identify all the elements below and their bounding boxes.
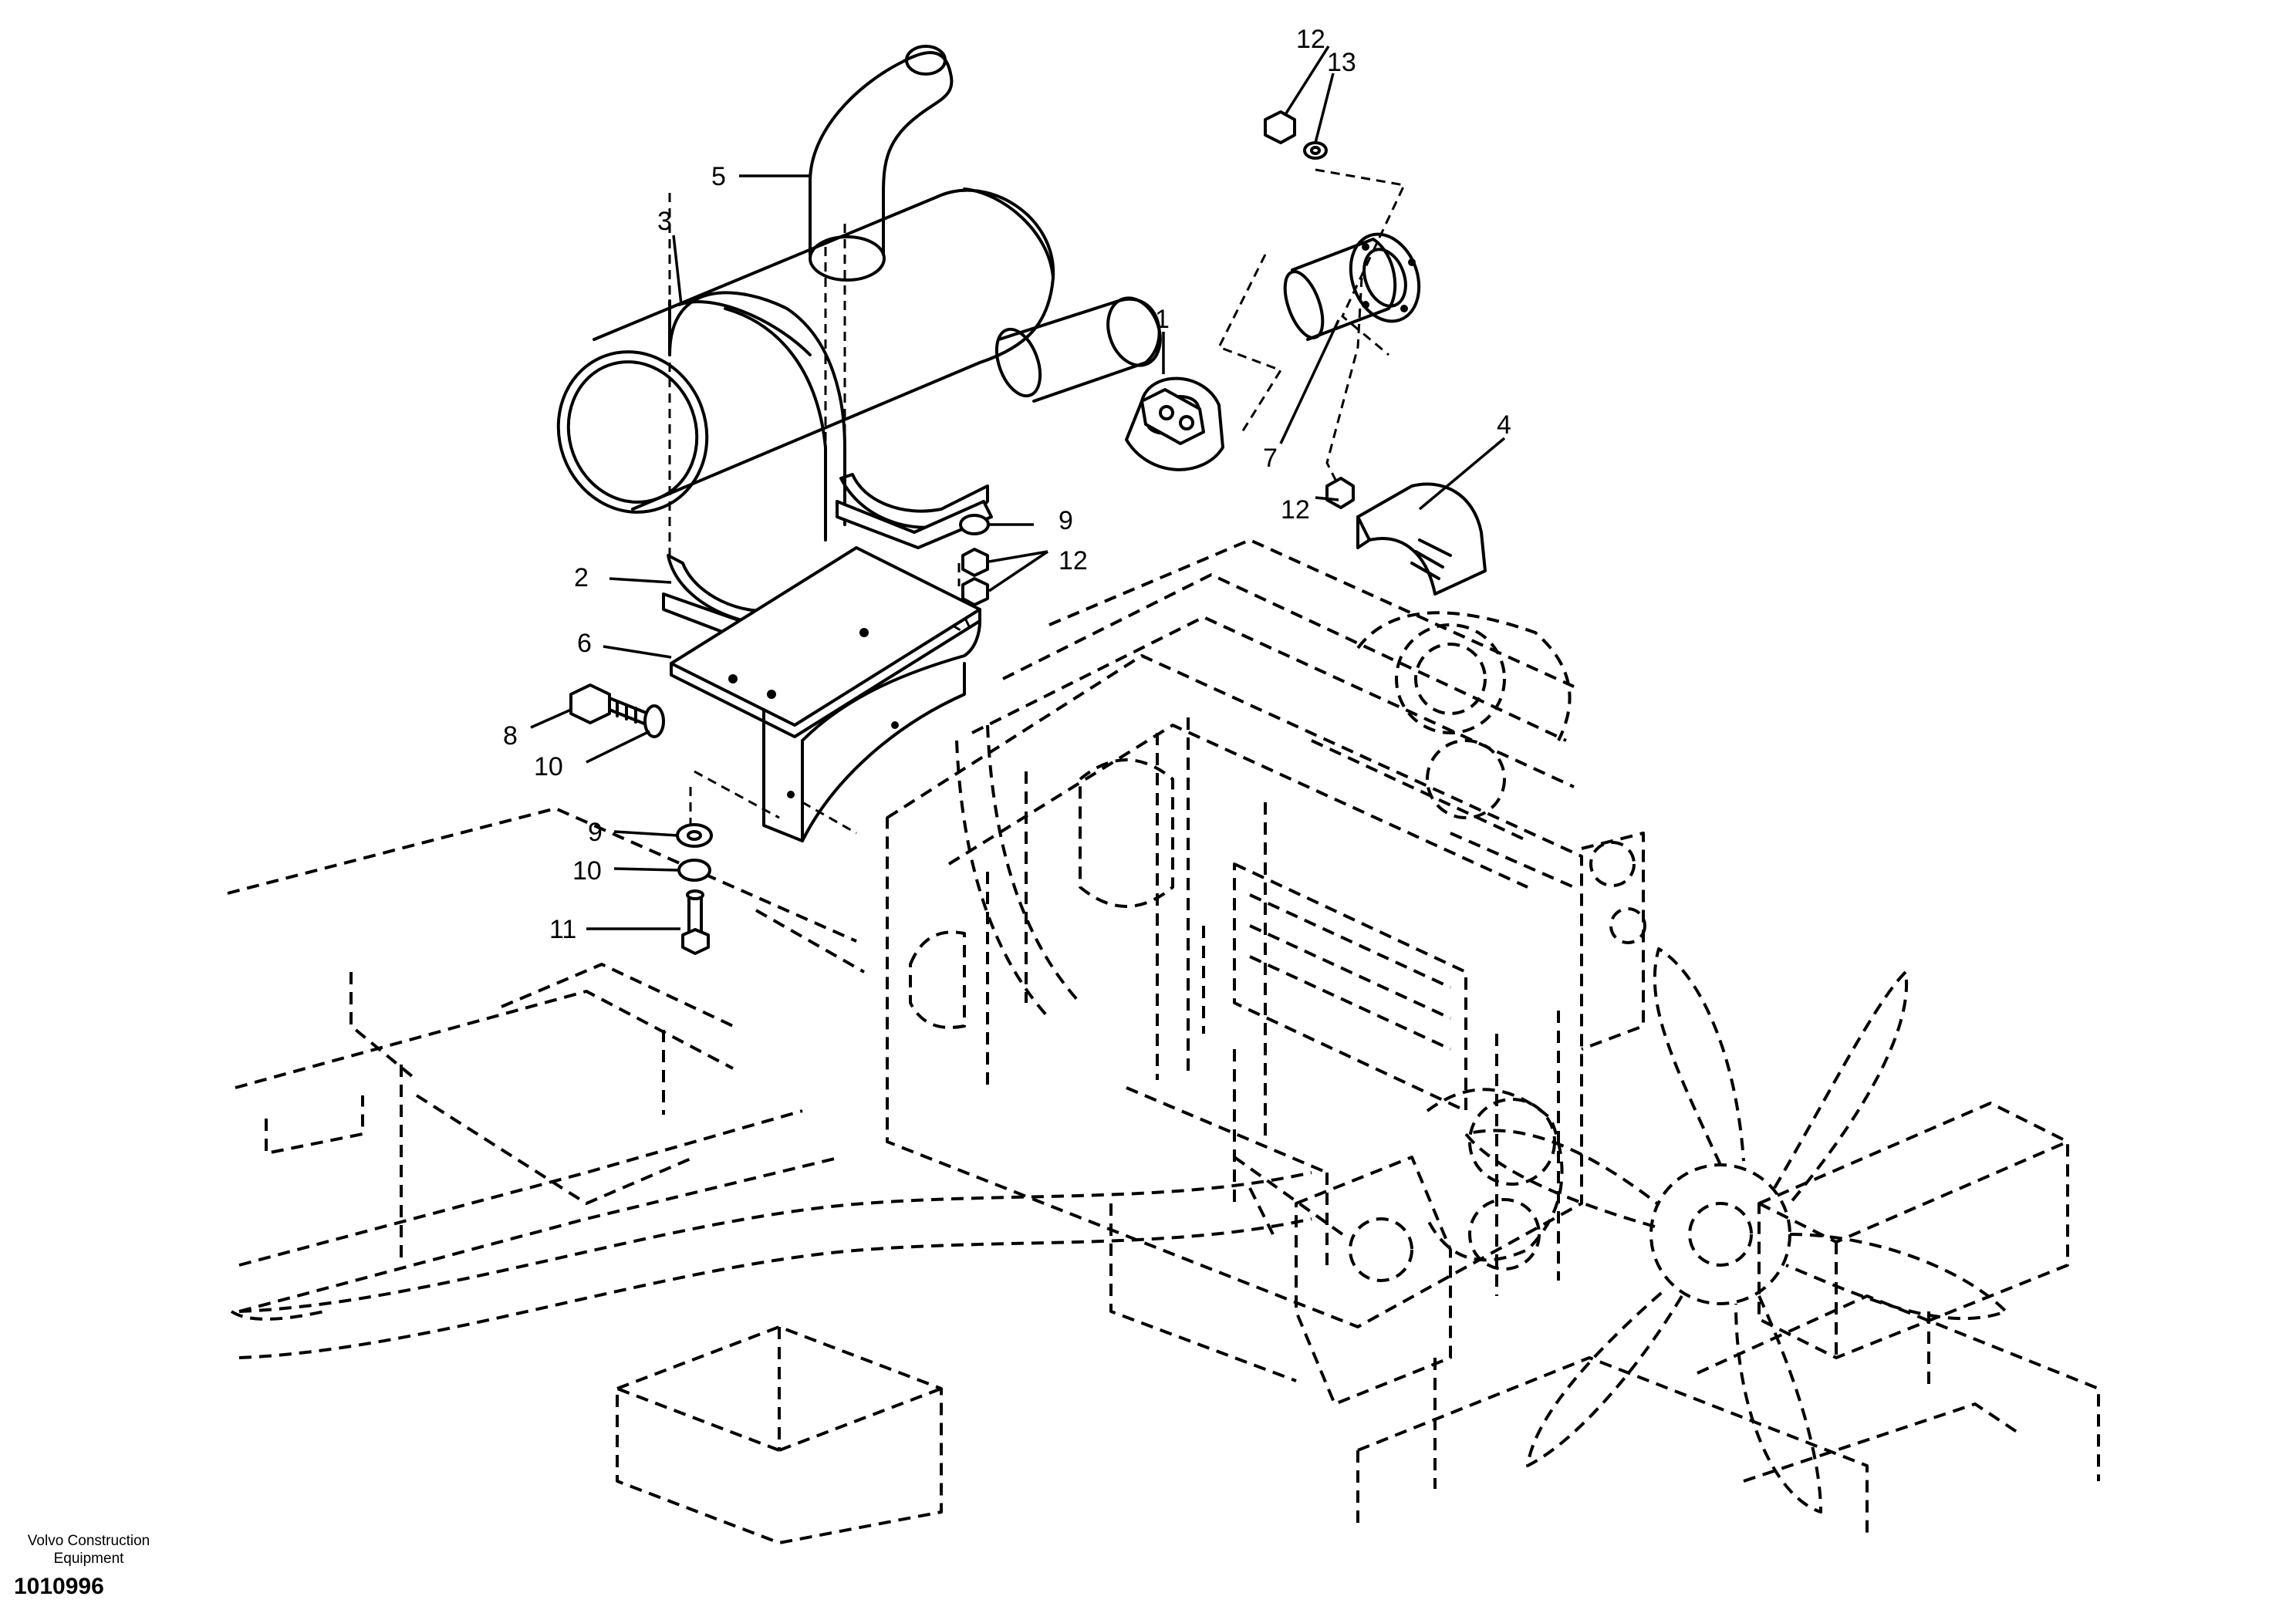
company-name: Volvo Construction Equipment <box>8 1532 170 1568</box>
mounting-plate-part-6 <box>670 546 981 842</box>
callout-9-upper: 9 <box>1059 506 1073 535</box>
u-bolt-part-3 <box>668 291 846 542</box>
clamp-part-1 <box>1125 376 1224 471</box>
callout-10-upper: 10 <box>534 752 563 781</box>
callout-6: 6 <box>577 629 592 658</box>
tail-pipe-part-5 <box>809 45 954 282</box>
callout-12-right: 12 <box>1059 546 1088 575</box>
callout-8: 8 <box>503 721 518 751</box>
callout-3: 3 <box>657 207 672 236</box>
callout-5: 5 <box>711 162 726 191</box>
callout-9-lower: 9 <box>588 818 603 847</box>
drawing-number: 1010996 <box>14 1574 104 1599</box>
radiator-fan-dashed <box>1464 947 2007 1514</box>
callout-labels: 1 2 3 4 5 6 7 8 9 9 10 10 11 12 12 12 13 <box>503 25 1511 944</box>
callout-7: 7 <box>1263 444 1278 473</box>
company-name-line1: Volvo Construction <box>27 1533 150 1549</box>
callout-4: 4 <box>1497 410 1511 440</box>
callout-10-lower: 10 <box>572 856 602 886</box>
muffler <box>556 187 1162 514</box>
callout-12-top: 12 <box>1296 25 1325 54</box>
callout-1: 1 <box>1155 305 1170 334</box>
callout-2: 2 <box>574 563 589 592</box>
heat-shield-part-4 <box>1356 482 1487 596</box>
hardware-items <box>569 110 1355 955</box>
callout-13: 13 <box>1327 48 1356 77</box>
leader-lines <box>530 46 1506 930</box>
machine-frame-dashed <box>227 538 2100 1544</box>
flange-pipe-part-7 <box>1283 232 1421 341</box>
callout-12-middle: 12 <box>1281 495 1310 525</box>
callout-11: 11 <box>549 915 576 944</box>
company-name-line2: Equipment <box>53 1551 124 1567</box>
